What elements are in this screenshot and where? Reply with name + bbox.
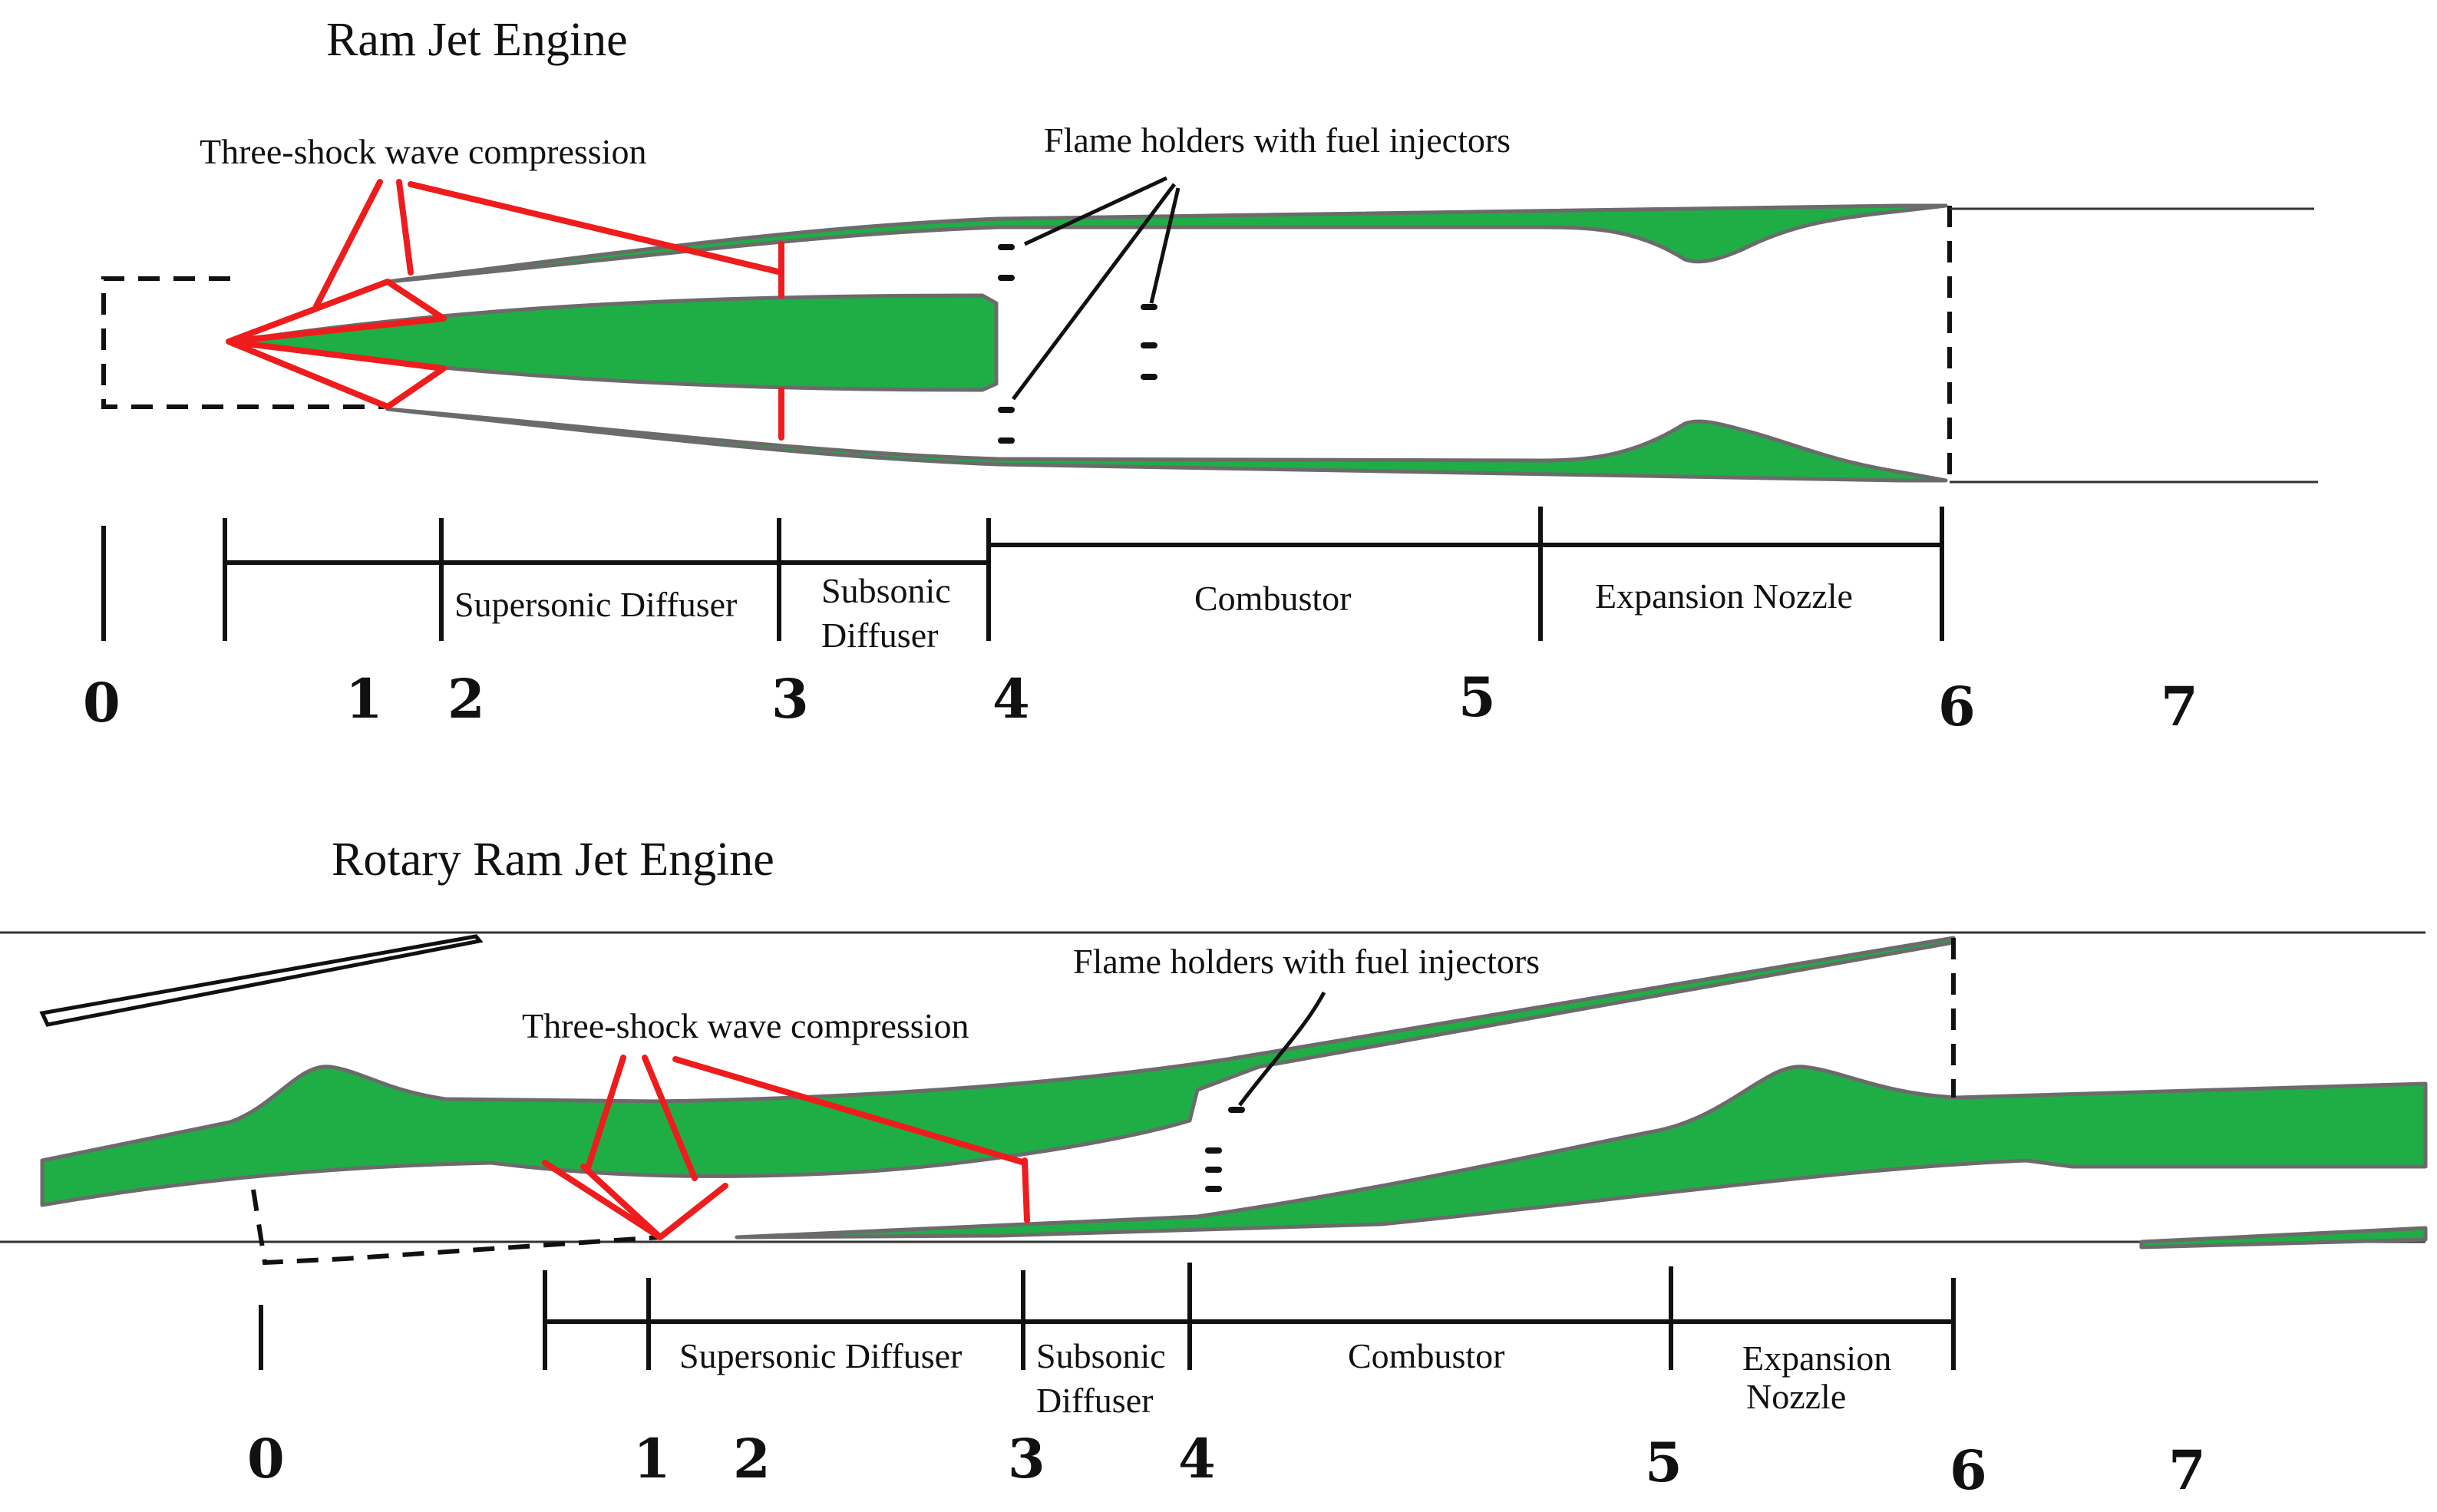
ramjet-shock-label: Three-shock wave compression [200, 132, 646, 171]
rotary-diagram: Rotary Ram Jet Engine Three-shock wave c… [0, 834, 2428, 1502]
rotary-label-nozzle: Nozzle [1746, 1377, 1846, 1416]
ramjet-station-numbers: 0 1 2 3 4 5 6 7 [83, 665, 2198, 738]
rotary-station-scale [259, 1263, 1956, 1370]
rotary-leading-blade [39, 934, 484, 1027]
ramjet-lower-cowl [385, 407, 1948, 483]
ramjet-shock-callout-lines [312, 179, 784, 312]
rotary-station-3: 3 [1008, 1427, 1045, 1491]
rotary-station-numbers: 0 1 2 3 4 5 6 7 [247, 1427, 2206, 1502]
rotary-station-2: 2 [733, 1427, 771, 1491]
rotary-shock-callout-lines [584, 1055, 1028, 1181]
rotary-title: Rotary Ram Jet Engine [332, 834, 774, 886]
ramjet-capture-streamtube [101, 276, 384, 409]
rotary-flame-callout-line [1238, 991, 1326, 1107]
rotary-lower-ramp [735, 1065, 2428, 1240]
ramjet-label-supersonic-diffuser: Supersonic Diffuser [454, 585, 737, 624]
ramjet-station-3: 3 [771, 667, 809, 731]
ramjet-flame-label: Flame holders with fuel injectors [1044, 120, 1511, 160]
rotary-normal-shock [1022, 1157, 1030, 1223]
ramjet-center-spike [228, 293, 999, 392]
rotary-oblique-shocks [542, 1160, 728, 1240]
rotary-trailing-blade [2139, 1226, 2428, 1250]
ramjet-upper-cowl [385, 203, 1948, 284]
ramjet-station-0: 0 [83, 671, 121, 735]
ramjet-station-6: 6 [1938, 675, 1976, 738]
rotary-label-combustor: Combustor [1348, 1336, 1504, 1375]
ramjet-diagram: Ram Jet Engine Three-shock wave compress… [83, 14, 2318, 738]
ramjet-station-1: 1 [345, 667, 383, 731]
ramjet-station-4: 4 [992, 667, 1030, 731]
ramjet-label-expansion-nozzle: Expansion Nozzle [1595, 576, 1853, 616]
rotary-shock-label: Three-shock wave compression [522, 1006, 969, 1045]
ramjet-title: Ram Jet Engine [326, 14, 628, 66]
rotary-upper-rotor [40, 936, 1956, 1207]
rotary-label-subsonic: Subsonic [1036, 1336, 1166, 1375]
ramjet-station-scale [101, 507, 1944, 641]
rotary-station-1: 1 [633, 1427, 671, 1491]
ramjet-station-2: 2 [447, 667, 485, 731]
rotary-capture-streamtube [251, 1189, 661, 1266]
rotary-label-expansion: Expansion [1742, 1339, 1891, 1378]
ramjet-label-combustor: Combustor [1194, 579, 1351, 618]
ramjet-label-diffuser: Diffuser [821, 616, 938, 655]
rotary-station-6: 6 [1950, 1438, 1987, 1502]
ramjet-label-subsonic: Subsonic [821, 571, 951, 610]
rotary-flame-label: Flame holders with fuel injectors [1073, 942, 1540, 981]
rotary-station-4: 4 [1178, 1427, 1216, 1491]
ramjet-flame-callout-lines [1012, 176, 1181, 401]
rotary-station-0: 0 [247, 1427, 285, 1491]
ramjet-station-7: 7 [2161, 675, 2198, 738]
rotary-fuel-injectors [1205, 1107, 1245, 1192]
rotary-station-7: 7 [2168, 1438, 2206, 1502]
ramjet-fuel-injectors [998, 244, 1157, 444]
ramjet-oblique-shocks [226, 279, 447, 410]
rotary-station-5: 5 [1645, 1431, 1682, 1494]
rotary-label-diffuser: Diffuser [1036, 1381, 1153, 1420]
rotary-label-supersonic-diffuser: Supersonic Diffuser [679, 1336, 962, 1375]
ramjet-station-5: 5 [1458, 665, 1496, 729]
